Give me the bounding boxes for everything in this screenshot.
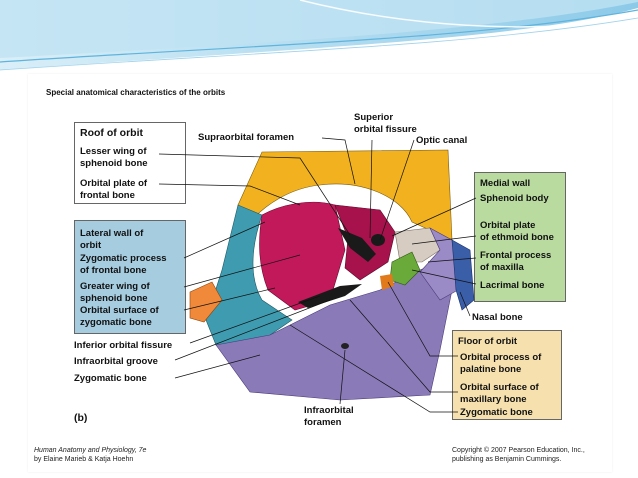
roof-box <box>74 122 186 204</box>
credit-book: Human Anatomy and Physiology, 7e <box>34 447 147 454</box>
label-superior-orbital-fissure-1: Superior <box>354 112 394 123</box>
nasal-bone <box>451 239 475 311</box>
label-zygomatic-process-1: Zygomatic process <box>80 253 167 264</box>
label-nasal-bone: Nasal bone <box>472 312 523 323</box>
roof-heading: Roof of orbit <box>80 127 143 139</box>
label-superior-orbital-fissure-2: orbital fissure <box>354 124 417 135</box>
panel-letter: (b) <box>74 412 88 424</box>
optic-canal-shape <box>371 234 385 246</box>
superior-orbital-fissure-shape <box>338 228 376 262</box>
label-sphenoid-body: Sphenoid body <box>480 193 549 204</box>
label-greater-wing-2: sphenoid bone <box>80 293 148 304</box>
label-infraorbital-groove: Infraorbital groove <box>74 356 158 367</box>
figure-title: Special anatomical characteristics of th… <box>46 88 226 97</box>
label-infraorbital-foramen-1: Infraorbital <box>304 405 354 416</box>
floor-box <box>452 330 562 420</box>
label-zygomatic-bone-right: Zygomatic bone <box>460 407 533 418</box>
lateral-wall-box <box>74 220 186 334</box>
label-orbital-plate-ethmoid-2: of ethmoid bone <box>480 232 554 243</box>
label-orbital-surface-maxillary-2: maxillary bone <box>460 394 527 405</box>
label-orbital-surface-maxillary-1: Orbital surface of <box>460 382 539 393</box>
label-lacrimal-bone: Lacrimal bone <box>480 280 545 291</box>
label-optic-canal: Optic canal <box>416 135 468 146</box>
credit-publisher: publishing as Benjamin Cummings. <box>452 456 562 463</box>
infraorbital-foramen-shape <box>341 343 349 349</box>
label-orbital-process-palatine-2: palatine bone <box>460 364 522 375</box>
ethmoid-bone <box>394 227 441 263</box>
medial-wall-box <box>474 172 566 302</box>
inferior-orbital-fissure-shape <box>298 284 362 308</box>
label-orbital-surface-zygomatic-1: Orbital surface of <box>80 305 159 316</box>
label-zygomatic-process-2: of frontal bone <box>80 265 147 276</box>
label-infraorbital-foramen-2: foramen <box>304 417 342 428</box>
floor-heading: Floor of orbit <box>458 336 518 347</box>
lateral-heading-2: orbit <box>80 240 102 251</box>
label-inferior-orbital-fissure: Inferior orbital fissure <box>74 340 173 351</box>
label-greater-wing-1: Greater wing of <box>80 281 150 292</box>
lateral-heading-1: Lateral wall of <box>80 228 144 239</box>
label-orbital-plate-frontal-1: Orbital plate of <box>80 178 148 189</box>
label-frontal-process-maxilla-2: of maxilla <box>480 262 524 273</box>
label-lesser-wing-2: sphenoid bone <box>80 158 148 169</box>
leader-lines <box>158 137 477 413</box>
credit-authors: by Elaine Marieb & Katja Hoehn <box>34 456 134 463</box>
header-wave-decoration <box>0 0 638 71</box>
frontal-bone <box>237 149 453 241</box>
zygomatic-tip <box>189 281 223 323</box>
label-orbital-plate-ethmoid-1: Orbital plate <box>480 220 536 231</box>
medial-heading: Medial wall <box>480 178 531 189</box>
label-supraorbital-foramen: Supraorbital foramen <box>198 132 295 143</box>
label-zygomatic-bone-left: Zygomatic bone <box>74 373 147 384</box>
label-orbital-process-palatine-1: Orbital process of <box>460 352 542 363</box>
credit-copyright: Copyright © 2007 Pearson Education, Inc.… <box>452 447 585 454</box>
label-frontal-process-maxilla-1: Frontal process <box>480 250 552 261</box>
label-lesser-wing-1: Lesser wing of <box>80 146 147 157</box>
label-orbital-plate-frontal-2: frontal bone <box>80 190 135 201</box>
label-orbital-surface-zygomatic-2: zygomatic bone <box>80 317 152 328</box>
